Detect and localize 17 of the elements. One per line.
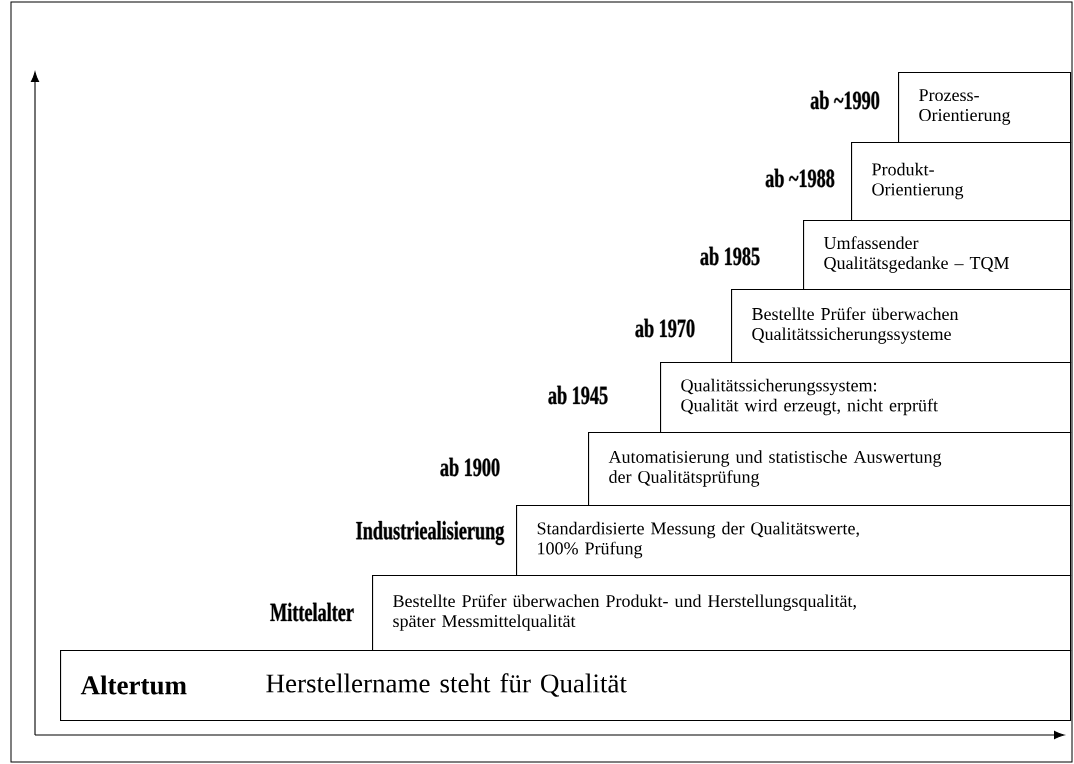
step-box: Prozess- Orientierung xyxy=(898,72,1072,144)
step-box: Standardisierte Messung der Qualitätswerte, 100% Prüfung xyxy=(516,505,1072,577)
era-label: Industriealisierung xyxy=(356,521,505,545)
step-box: Bestellte Prüfer überwachen Produkt- und Herstellungsqualität, später Messmittelqualität xyxy=(372,575,1072,652)
step-box: Automatisierung und statistische Auswertung der Qualitätsprüfung xyxy=(588,432,1072,507)
step-box: Umfassender Qualitätsgedanke – TQM xyxy=(803,220,1072,291)
era-label: ab 1945 xyxy=(548,385,608,405)
step-box: Qualitätssicherungssystem: Qualität wird erzeugt, nicht erprüft xyxy=(660,362,1072,434)
era-label: ab 1985 xyxy=(700,246,760,266)
era-label: ab ~1988 xyxy=(765,168,835,188)
era-label: ab ~1990 xyxy=(810,90,880,110)
step-box: Bestellte Prüfer überwachen Qualitätssicherungssysteme xyxy=(731,289,1072,364)
step-box: Produkt- Orientierung xyxy=(851,142,1072,222)
era-label: ab 1900 xyxy=(440,457,500,477)
era-label: Altertum xyxy=(80,675,187,695)
era-label: ab 1970 xyxy=(635,318,695,338)
era-label: Mittelalter xyxy=(270,602,354,622)
